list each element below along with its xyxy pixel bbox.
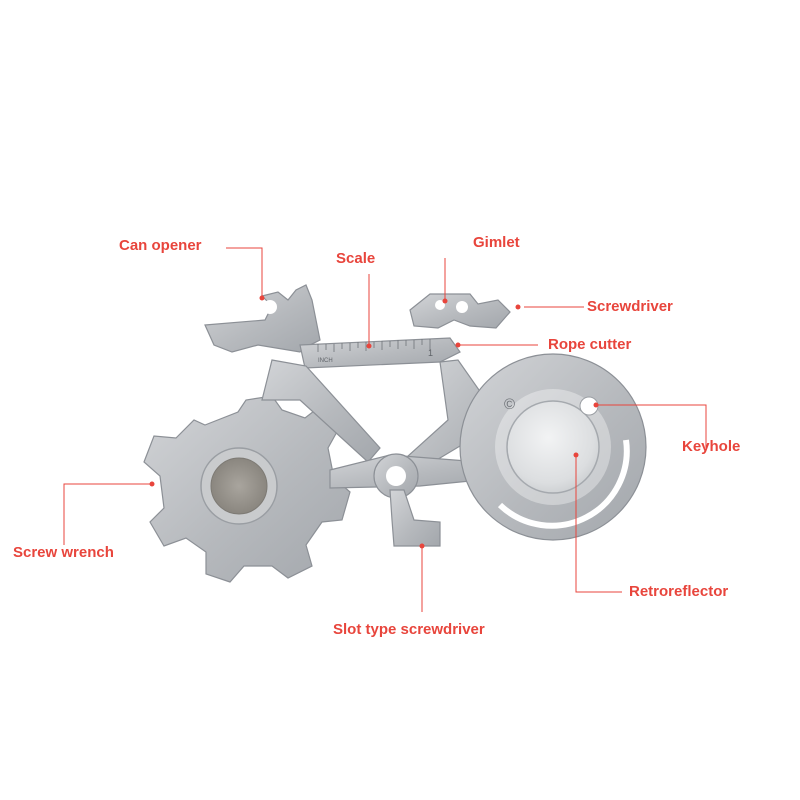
label-can-opener: Can opener: [119, 237, 202, 254]
screw-wrench-gear: [143, 395, 351, 583]
label-retroreflector: Retroreflector: [629, 583, 729, 600]
ruler-unit-text: INCH: [318, 358, 333, 364]
scale-ruler: [317, 339, 431, 352]
label-rope-cutter: Rope cutter: [548, 336, 632, 353]
front-wheel: ©: [459, 353, 647, 541]
label-scale: Scale: [336, 250, 376, 267]
leader-dots: [149, 295, 599, 549]
bicycle-frame: INCH 1: [204, 284, 521, 547]
label-screwdriver: Screwdriver: [587, 298, 673, 315]
copyright-mark: ©: [504, 396, 515, 413]
leader-lines: [63, 247, 707, 612]
retroreflector-disc: [506, 400, 600, 494]
label-slot-type-screwdriver: Slot type screwdriver: [333, 621, 485, 638]
label-keyhole: Keyhole: [682, 438, 741, 455]
ruler-mark-text: 1: [428, 348, 433, 358]
label-screw-wrench: Screw wrench: [13, 544, 114, 561]
label-gimlet: Gimlet: [473, 234, 520, 251]
